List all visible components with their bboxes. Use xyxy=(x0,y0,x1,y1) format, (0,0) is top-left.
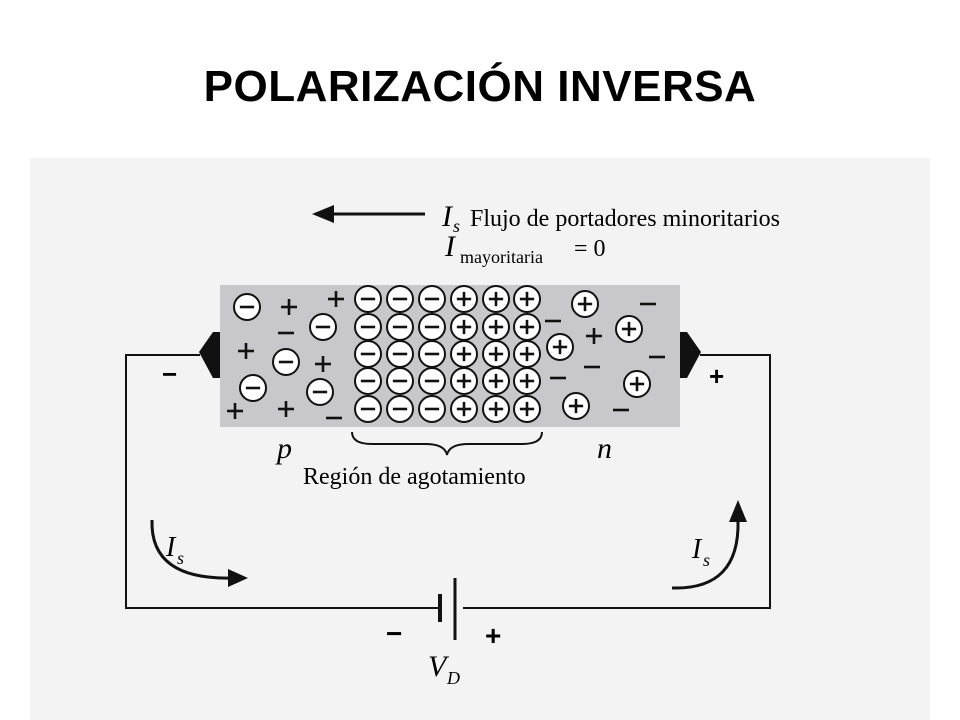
legend-imaj-eq: = 0 xyxy=(574,236,606,262)
p-acceptor-ion xyxy=(239,374,267,402)
legend-is-text: Flujo de portadores minoritarios xyxy=(470,206,780,232)
depletion-positive-ion xyxy=(513,395,541,423)
depletion-positive-ion xyxy=(482,313,510,341)
p-region-label: p xyxy=(275,432,292,465)
page-title: POLARIZACIÓN INVERSA xyxy=(203,62,757,111)
depletion-negative-ion xyxy=(386,340,414,368)
p-hole xyxy=(238,343,254,359)
right-current-symbol: I xyxy=(691,534,703,565)
depletion-negative-ion xyxy=(354,340,382,368)
depletion-positive-ion xyxy=(450,285,478,313)
charge-carriers xyxy=(227,285,665,423)
depletion-negative-ion xyxy=(418,340,446,368)
battery-icon xyxy=(438,578,457,640)
p-hole xyxy=(315,356,331,372)
legend-is-symbol: I xyxy=(441,200,454,233)
legend-is-sub: s xyxy=(453,216,460,236)
legend-imaj-sub: mayoritaria xyxy=(460,247,543,267)
depletion-negative-ion xyxy=(418,395,446,423)
p-acceptor-ion xyxy=(233,293,261,321)
p-hole xyxy=(281,299,297,315)
battery-minus: − xyxy=(386,618,402,649)
depletion-positive-ion xyxy=(513,340,541,368)
depletion-negative-ion xyxy=(418,313,446,341)
circuit-wire xyxy=(125,354,771,609)
depletion-positive-ion xyxy=(482,340,510,368)
p-acceptor-ion xyxy=(309,313,337,341)
depletion-positive-ion xyxy=(450,395,478,423)
flow-arrow-icon xyxy=(312,205,425,223)
depletion-negative-ion xyxy=(386,395,414,423)
n-donor-ion xyxy=(615,315,643,343)
depletion-positive-ion xyxy=(513,285,541,313)
left-current-arrow-icon xyxy=(150,519,248,587)
battery-symbol: V xyxy=(428,650,450,683)
right-terminal-sign: + xyxy=(709,361,724,391)
right-current-arrow-icon xyxy=(671,500,747,590)
n-region-label: n xyxy=(597,432,612,465)
right-terminal xyxy=(678,332,701,378)
depletion-negative-ion xyxy=(386,313,414,341)
n-donor-ion xyxy=(623,370,651,398)
depletion-positive-ion xyxy=(450,313,478,341)
battery-plus: + xyxy=(485,620,501,651)
battery-sub: D xyxy=(446,668,460,688)
n-donor-ion xyxy=(546,333,574,361)
n-donor-ion xyxy=(562,392,590,420)
p-hole xyxy=(227,403,243,419)
depletion-positive-ion xyxy=(450,340,478,368)
depletion-positive-ion xyxy=(482,285,510,313)
legend-imaj-symbol: I xyxy=(444,230,457,263)
n-minority-hole xyxy=(586,328,602,344)
right-current-sub: s xyxy=(703,550,710,570)
p-hole xyxy=(278,401,294,417)
depletion-positive-ion xyxy=(482,395,510,423)
depletion-negative-ion xyxy=(354,395,382,423)
left-terminal xyxy=(199,332,222,378)
depletion-brace xyxy=(351,431,543,456)
left-current-sub: s xyxy=(177,548,184,568)
depletion-negative-ion xyxy=(386,367,414,395)
depletion-negative-ion xyxy=(354,285,382,313)
depletion-negative-ion xyxy=(354,367,382,395)
depletion-positive-ion xyxy=(513,313,541,341)
depletion-label: Región de agotamiento xyxy=(303,464,526,490)
left-terminal-sign: − xyxy=(162,359,177,389)
depletion-negative-ion xyxy=(386,285,414,313)
n-donor-ion xyxy=(571,290,599,318)
p-acceptor-ion xyxy=(306,378,334,406)
depletion-positive-ion xyxy=(450,367,478,395)
p-hole xyxy=(328,291,344,307)
left-current-symbol: I xyxy=(165,532,177,563)
depletion-positive-ion xyxy=(513,367,541,395)
scan-background xyxy=(30,158,930,720)
depletion-negative-ion xyxy=(354,313,382,341)
depletion-positive-ion xyxy=(482,367,510,395)
p-acceptor-ion xyxy=(272,348,300,376)
depletion-negative-ion xyxy=(418,285,446,313)
depletion-negative-ion xyxy=(418,367,446,395)
